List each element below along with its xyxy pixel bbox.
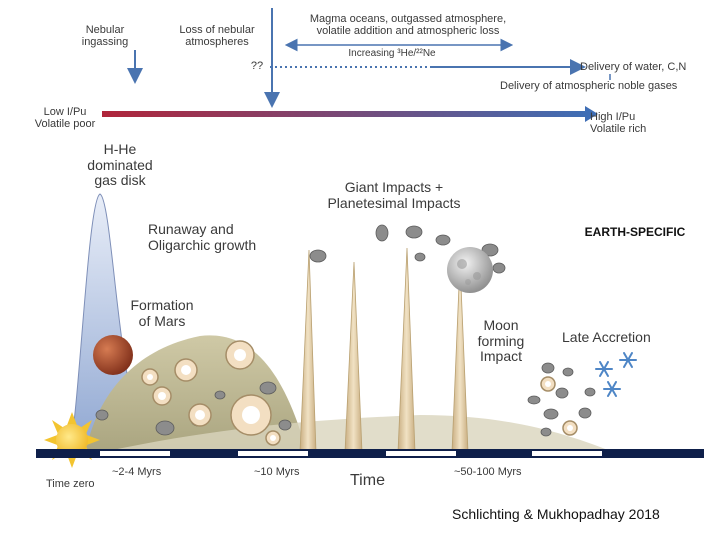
sun-icon bbox=[44, 412, 100, 468]
citation: Schlichting & Mukhopadhay 2018 bbox=[452, 506, 660, 522]
timeline-segment bbox=[100, 451, 170, 456]
delivery-water-label: Delivery of water, C,N bbox=[580, 61, 687, 73]
timeline-segment bbox=[238, 451, 308, 456]
low-volatile-label: Low I/Pu Volatile poor bbox=[34, 106, 96, 131]
impact-spike bbox=[344, 261, 363, 453]
impact-spike bbox=[397, 247, 416, 453]
high-volatile-label: High I/Pu Volatile rich bbox=[590, 111, 647, 136]
tick-label-50-100: ~50-100 Myrs bbox=[454, 466, 522, 478]
timeline-bar bbox=[36, 449, 704, 458]
earth-specific-label: EARTH-SPECIFIC bbox=[584, 225, 686, 239]
delivery-noble-label: Delivery of atmospheric noble gases bbox=[500, 80, 678, 92]
time-axis-label: Time bbox=[350, 472, 385, 489]
giant-impacts-label: Giant Impacts + Planetesimal Impacts bbox=[327, 179, 461, 211]
tick-label-10: ~10 Myrs bbox=[254, 466, 300, 478]
loss-nebular-label: Loss of nebular atmospheres bbox=[179, 24, 255, 49]
mars-icon bbox=[93, 335, 133, 375]
late-accretion-label: Late Accretion bbox=[562, 329, 651, 345]
moon-icon bbox=[447, 247, 493, 293]
snowflake-icon bbox=[595, 352, 637, 397]
impact-spike bbox=[299, 249, 317, 453]
gas-disk-label: H-He dominated gas disk bbox=[87, 141, 153, 189]
volatile-gradient-bar bbox=[102, 111, 587, 117]
magma-oceans-label: Magma oceans, outgassed atmosphere, vola… bbox=[309, 13, 507, 38]
question-marks-label: ?? bbox=[250, 60, 264, 72]
runaway-label: Runaway and Oligarchic growth bbox=[148, 221, 257, 253]
increasing-ratio-label: Increasing ³He/²²Ne bbox=[348, 48, 436, 59]
volatile-gradient-arrowhead bbox=[585, 106, 598, 122]
tick-label-2-4: ~2-4 Myrs bbox=[112, 466, 162, 478]
timeline-segment bbox=[386, 451, 456, 456]
nebular-ingassing-label: Nebular ingassing bbox=[81, 24, 129, 49]
moon-forming-label: Moon forming Impact bbox=[477, 317, 525, 365]
time-zero-label: Time zero bbox=[46, 478, 95, 490]
formation-mars-label: Formation of Mars bbox=[130, 297, 194, 329]
planetary-embryo bbox=[141, 340, 578, 446]
timeline-segment bbox=[532, 451, 602, 456]
